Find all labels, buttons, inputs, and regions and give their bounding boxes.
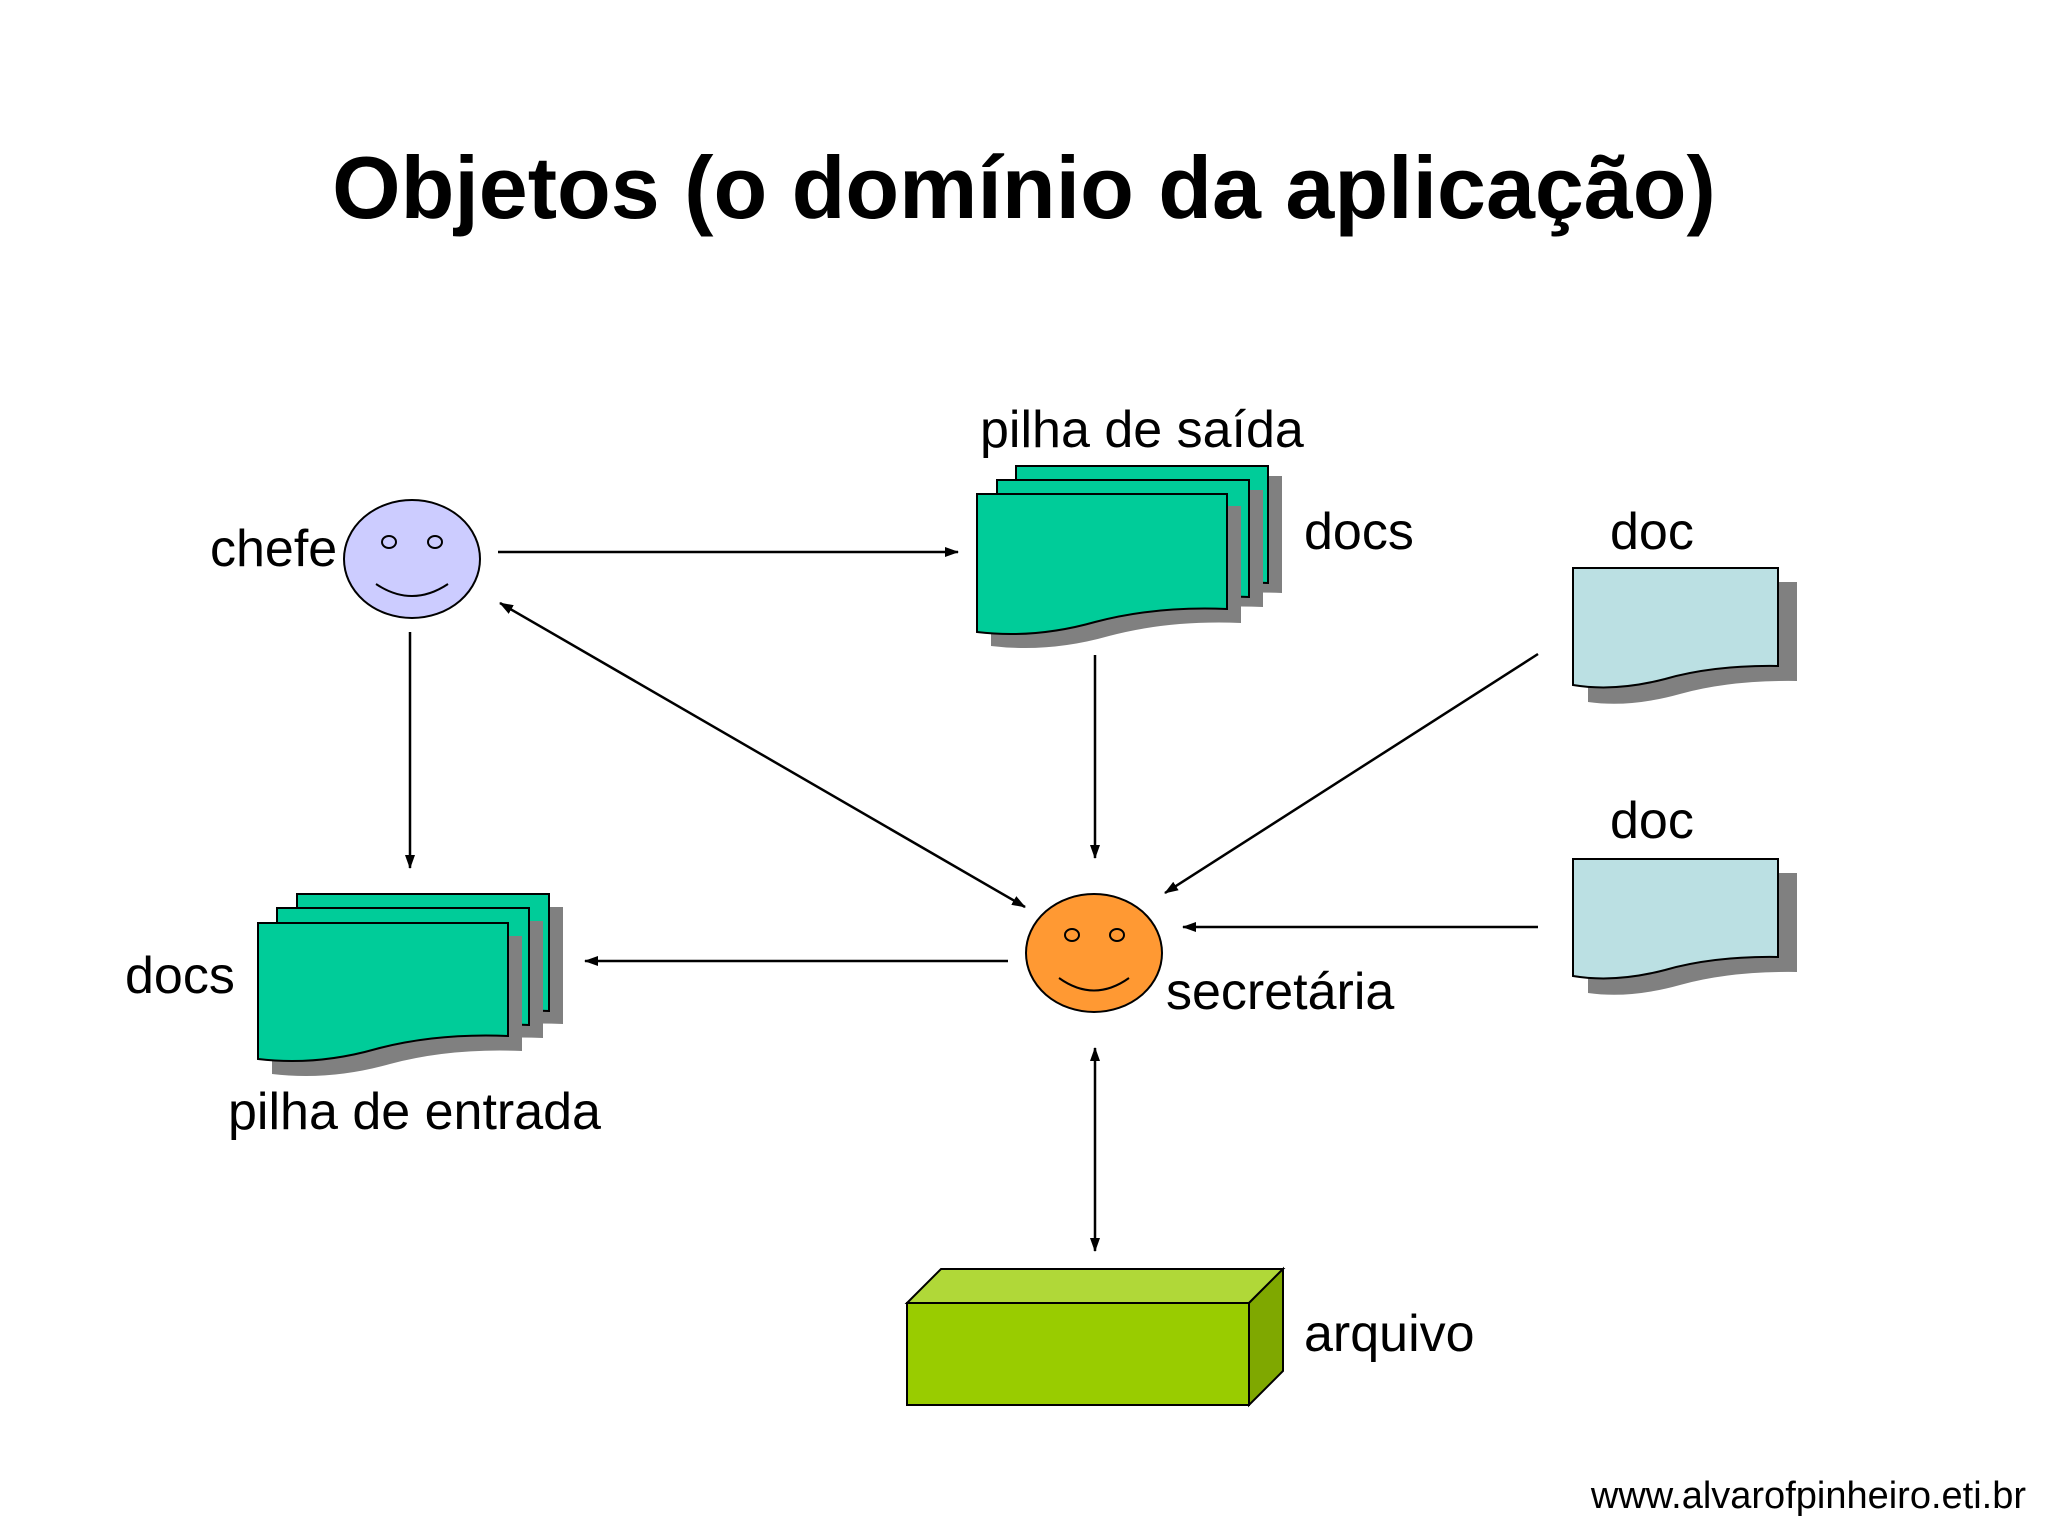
- chefe-node: chefe: [210, 499, 481, 619]
- pilha-saida-title: pilha de saída: [980, 401, 1304, 459]
- doc-bottom-node: doc: [1572, 792, 1797, 995]
- arquivo-node: arquivo: [904, 1266, 1475, 1408]
- smiley-face-icon: [1025, 893, 1163, 1013]
- chefe-label: chefe: [210, 520, 337, 578]
- document-icon: [1572, 567, 1797, 704]
- doc-top-node: doc: [1572, 503, 1797, 704]
- secretaria-label: secretária: [1166, 963, 1394, 1021]
- footer-url: www.alvarofpinheiro.eti.br: [1590, 1475, 2026, 1517]
- pilha-entrada-docs-label: docs: [125, 947, 235, 1005]
- smiley-face-icon: [343, 499, 481, 619]
- secretaria-node: secretária: [1025, 893, 1394, 1021]
- connectors: [405, 547, 1539, 1252]
- slide-title: Objetos (o domínio da aplicação): [332, 138, 1716, 237]
- pilha-entrada-title: pilha de entrada: [228, 1083, 601, 1141]
- doc-top-label: doc: [1610, 503, 1694, 561]
- arrow-chefe-secretaria-bidirectional: [499, 601, 1026, 909]
- pilha-saida-docs-label: docs: [1304, 503, 1414, 561]
- arquivo-label: arquivo: [1304, 1305, 1475, 1363]
- document-stack-icon: [257, 893, 563, 1077]
- document-icon: [1572, 858, 1797, 995]
- pilha-saida-node: pilha de saída docs: [976, 401, 1414, 649]
- document-stack-icon: [976, 465, 1282, 649]
- box-icon: [904, 1266, 1286, 1408]
- pilha-entrada-node: docs pilha de entrada: [125, 893, 601, 1141]
- doc-bottom-label: doc: [1610, 792, 1694, 850]
- arrow-doc-top-to-secretaria: [1164, 652, 1539, 895]
